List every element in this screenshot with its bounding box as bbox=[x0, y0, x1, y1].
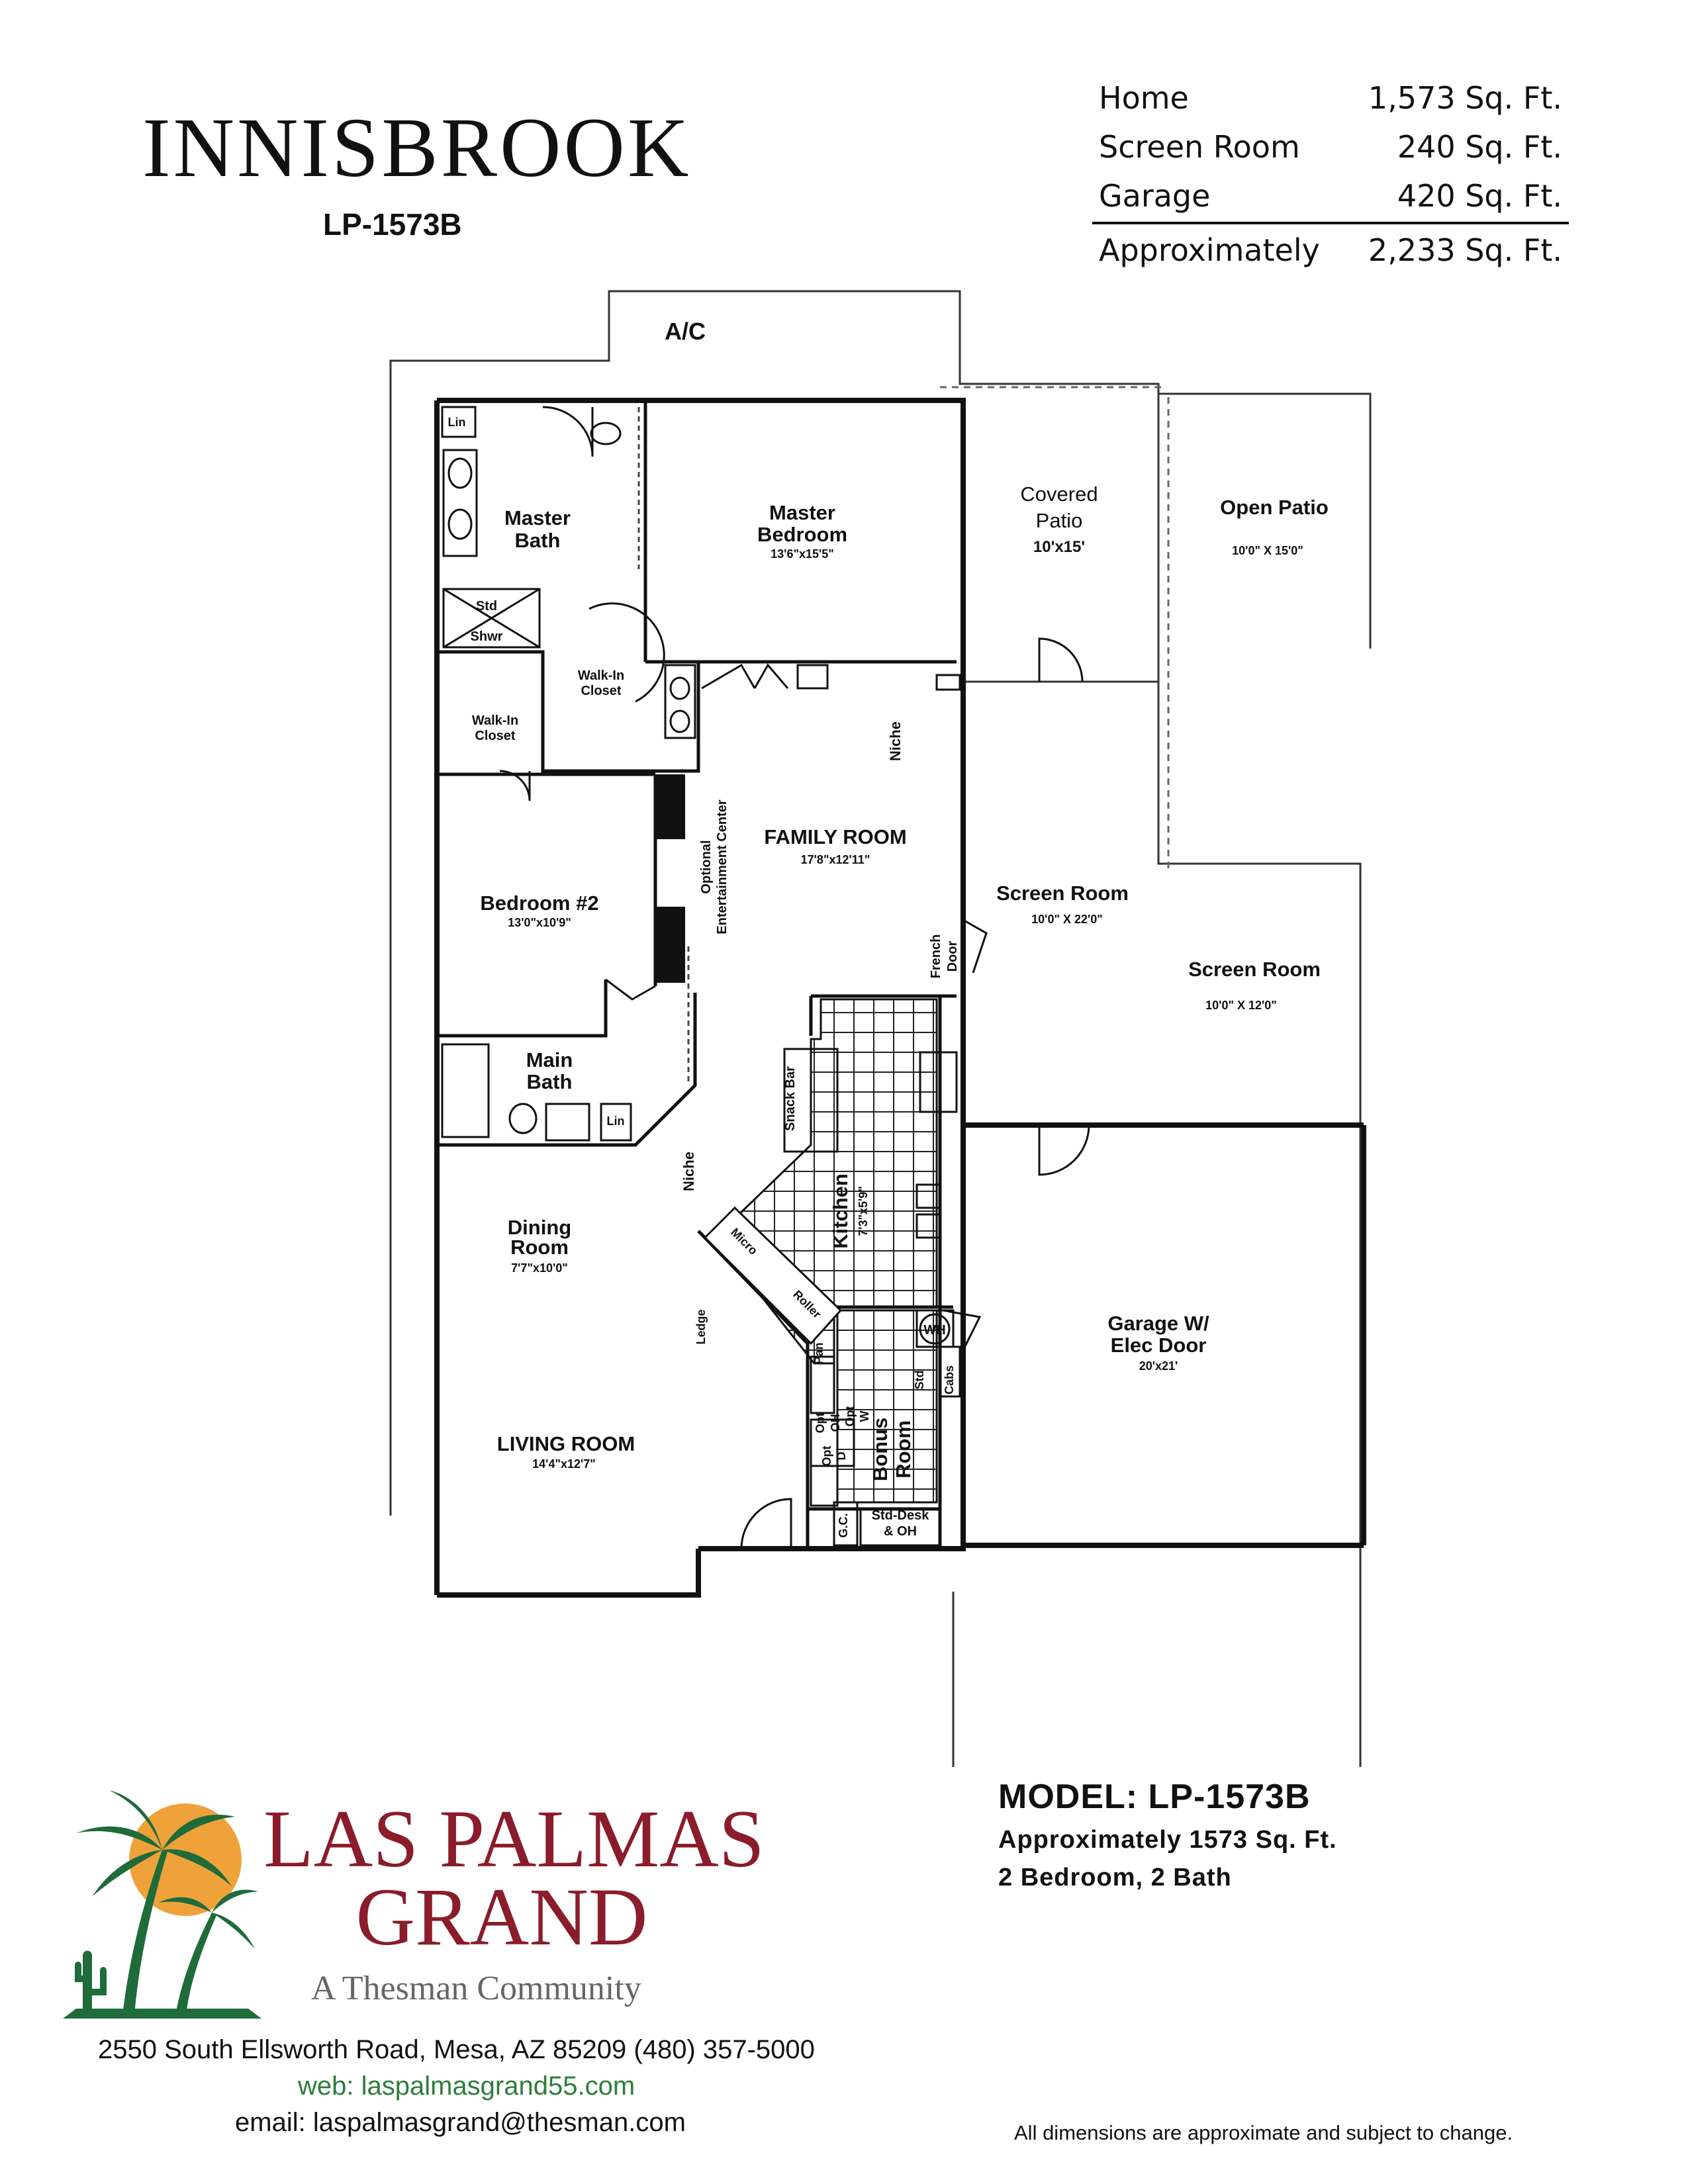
niche-label: Niche bbox=[887, 721, 904, 761]
lin-label: Lin bbox=[448, 416, 466, 429]
master-bath-label: Master bbox=[504, 506, 571, 529]
door-swings bbox=[499, 406, 1090, 1549]
lin-label: Lin bbox=[607, 1115, 625, 1128]
main-bath-label: Main bbox=[526, 1048, 573, 1071]
std-desk-label: & OH bbox=[884, 1524, 917, 1539]
dining-room-label: Room bbox=[510, 1236, 569, 1259]
contact-address: 2550 South Ellsworth Road, Mesa, AZ 8520… bbox=[98, 2035, 815, 2064]
covered-patio-dim: 10'x15' bbox=[1033, 538, 1085, 556]
opt-d-label: D bbox=[835, 1452, 848, 1461]
walk-in-closet-label: Walk-In bbox=[472, 713, 518, 728]
contact-email-link[interactable]: email: laspalmasgrand@thesman.com bbox=[235, 2108, 686, 2137]
area-row-garage: Garage 420 Sq. Ft. bbox=[1092, 174, 1569, 223]
model-area: Approximately 1573 Sq. Ft. bbox=[998, 1826, 1337, 1854]
room-labels: A/C Lin Master Bath Std Shwr Master Bedr… bbox=[448, 318, 1329, 1539]
snack-bar-label: Snack Bar bbox=[783, 1066, 798, 1131]
living-room-dim: 14'4"x12'7" bbox=[532, 1457, 596, 1471]
opt-oh-label: Opt bbox=[814, 1413, 827, 1433]
screen-room-dim: 10'0" X 22'0" bbox=[1031, 913, 1103, 926]
area-row-home: Home 1,573 Sq. Ft. bbox=[1092, 76, 1569, 125]
garbage-can-label: G.C. bbox=[837, 1513, 850, 1537]
area-label: Home bbox=[1099, 80, 1189, 116]
kitchen-label: Kitchen bbox=[829, 1173, 852, 1249]
french-door-label: Door bbox=[945, 940, 960, 972]
niche-label: Niche bbox=[680, 1152, 697, 1191]
dining-room-dim: 7'7"x10'0" bbox=[511, 1261, 568, 1275]
covered-patio-label: Patio bbox=[1036, 509, 1083, 532]
opt-w-label: W bbox=[858, 1411, 871, 1422]
house-walls bbox=[434, 398, 1366, 1598]
bedroom-2-label: Bedroom #2 bbox=[480, 891, 598, 915]
main-bath-label: Bath bbox=[527, 1070, 573, 1093]
model-rooms: 2 Bedroom, 2 Bath bbox=[998, 1864, 1232, 1891]
walk-in-closet-label: Closet bbox=[581, 684, 621, 698]
brand-name-line2: GRAND bbox=[355, 1872, 648, 1962]
master-bath-label: Bath bbox=[515, 529, 561, 552]
ac-label: A/C bbox=[665, 318, 706, 345]
area-row-total: Approximately 2,233 Sq. Ft. bbox=[1092, 228, 1569, 277]
walk-in-closet-label: Closet bbox=[475, 729, 515, 743]
covered-patio-label: Covered bbox=[1020, 482, 1098, 506]
model-code: LP-1573B bbox=[323, 207, 462, 242]
screen-room-label: Screen Room bbox=[1188, 958, 1321, 981]
std-shower-label: Std bbox=[476, 599, 497, 614]
std-cabs-label: Cabs bbox=[943, 1365, 956, 1394]
open-patio-label: Open Patio bbox=[1220, 496, 1329, 519]
bedroom-2-dim: 13'0"x10'9" bbox=[508, 916, 571, 929]
bonus-room-label: Bonus bbox=[868, 1418, 892, 1481]
opt-w-label: Opt bbox=[843, 1406, 857, 1427]
model-name: MODEL: LP-1573B bbox=[998, 1778, 1311, 1816]
open-patio-dim: 10'0" X 15'0" bbox=[1232, 544, 1303, 557]
model-title: INNISBROOK bbox=[142, 101, 692, 195]
lot-outline bbox=[389, 290, 1372, 1767]
area-total-rule bbox=[1092, 222, 1569, 224]
family-room-dim: 17'8"x12'11" bbox=[801, 853, 870, 866]
bonus-room-label: Room bbox=[892, 1420, 915, 1479]
std-cabs-label: Std bbox=[913, 1371, 926, 1390]
area-value: 1,573 Sq. Ft. bbox=[1368, 80, 1562, 116]
living-room-label: LIVING ROOM bbox=[497, 1432, 635, 1455]
dining-room-label: Dining bbox=[508, 1216, 571, 1239]
master-bedroom-label: Master bbox=[769, 501, 835, 524]
area-label: Screen Room bbox=[1099, 129, 1300, 165]
disclaimer: All dimensions are approximate and subje… bbox=[1014, 2121, 1513, 2144]
garage-dim: 20'x21' bbox=[1139, 1359, 1178, 1373]
opt-oh-label: OH bbox=[829, 1414, 842, 1432]
model-info: MODEL: LP-1573B Approximately 1573 Sq. F… bbox=[998, 1777, 1337, 1892]
entertainment-center-label: Entertainment Center bbox=[715, 799, 729, 934]
brand-tagline: A Thesman Community bbox=[311, 1970, 641, 2007]
area-row-screen-room: Screen Room 240 Sq. Ft. bbox=[1092, 125, 1569, 174]
pan-label: Pan bbox=[812, 1342, 825, 1364]
area-label: Approximately bbox=[1099, 232, 1320, 268]
ledge-label: Ledge bbox=[694, 1309, 708, 1344]
garage-label: Garage W/ bbox=[1107, 1312, 1209, 1335]
screen-room-label: Screen Room bbox=[996, 882, 1129, 905]
area-label: Garage bbox=[1099, 178, 1211, 214]
optional-label: Optional bbox=[699, 840, 714, 893]
std-desk-label: Std-Desk bbox=[872, 1508, 930, 1523]
master-bedroom-label: Bedroom bbox=[757, 523, 847, 546]
fixtures bbox=[441, 406, 961, 1547]
area-summary-table: Home 1,573 Sq. Ft. Screen Room 240 Sq. F… bbox=[1092, 76, 1569, 277]
garage-label: Elec Door bbox=[1111, 1334, 1207, 1357]
family-room-label: FAMILY ROOM bbox=[764, 825, 906, 848]
walk-in-closet-label: Walk-In bbox=[578, 668, 624, 683]
palm-tree-logo-icon bbox=[63, 1790, 261, 2019]
area-value: 420 Sq. Ft. bbox=[1397, 178, 1562, 214]
french-door-label: French bbox=[929, 934, 943, 979]
std-shower-label: Shwr bbox=[471, 629, 503, 644]
area-value: 240 Sq. Ft. bbox=[1397, 129, 1562, 165]
brand-name-line1: LAS PALMAS bbox=[263, 1794, 765, 1884]
kitchen-dim: 7'3"x5'9" bbox=[857, 1186, 870, 1236]
contact-web-link[interactable]: web: laspalmasgrand55.com bbox=[298, 2071, 635, 2101]
brand-name: LAS PALMAS GRAND bbox=[263, 1794, 765, 1962]
master-bedroom-dim: 13'6"x15'5" bbox=[771, 547, 834, 561]
screen-room-dim: 10'0" X 12'0" bbox=[1205, 999, 1277, 1012]
opt-d-label: Opt bbox=[820, 1446, 833, 1467]
area-value: 2,233 Sq. Ft. bbox=[1368, 232, 1562, 268]
water-heater-label: WH bbox=[923, 1323, 945, 1338]
